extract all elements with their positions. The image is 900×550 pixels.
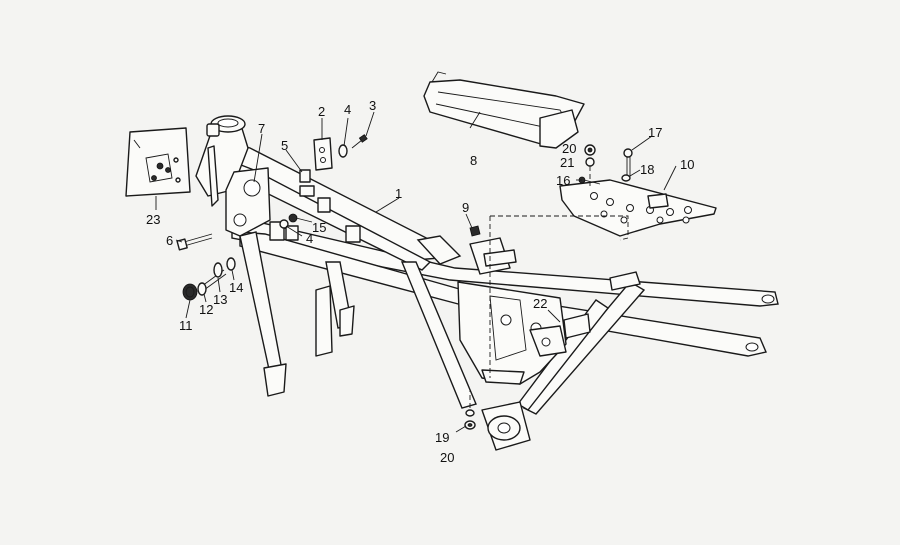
right-down-tube [315, 261, 355, 357]
washer-13 [213, 262, 223, 278]
engine-mount-plate [457, 281, 591, 385]
callout-20-top: 20 [562, 141, 576, 156]
washer-4-top [338, 144, 348, 158]
callout-2: 2 [318, 104, 325, 119]
callout-9: 9 [462, 200, 469, 215]
assembly-guide-lines [469, 166, 629, 408]
washer-19 [465, 409, 475, 417]
callout-13: 13 [213, 292, 227, 307]
callout-20-bottom: 20 [440, 450, 454, 465]
screw-3 [351, 134, 368, 149]
callout-labels: 1 2 3 4 4 5 6 7 8 9 10 11 12 13 14 15 16… [146, 98, 694, 465]
callout-17: 17 [648, 125, 662, 140]
washer-21 [585, 157, 595, 167]
swingarm-pivot [481, 401, 531, 451]
callout-14: 14 [229, 280, 243, 295]
callout-16: 16 [556, 173, 570, 188]
left-down-tube [239, 231, 287, 397]
bracket-2 [313, 137, 333, 171]
nut-20-top [584, 144, 596, 156]
bolt-6 [176, 233, 213, 251]
lower-right-rail [239, 231, 767, 357]
callout-18: 18 [640, 162, 654, 177]
callout-12: 12 [199, 302, 213, 317]
callout-10: 10 [680, 157, 694, 172]
callout-3: 3 [369, 98, 376, 113]
callout-8: 8 [470, 153, 477, 168]
callout-19: 19 [435, 430, 449, 445]
callout-1: 1 [395, 186, 402, 201]
callout-22: 22 [533, 296, 547, 311]
callout-4-top: 4 [344, 102, 351, 117]
screw-9 [469, 225, 481, 237]
plate-10 [559, 179, 717, 237]
spacer-5 [299, 169, 311, 183]
callout-11: 11 [179, 318, 193, 333]
callout-23: 23 [146, 212, 160, 227]
callout-6: 6 [166, 233, 173, 248]
washer-18 [621, 174, 631, 182]
steering-head [195, 115, 271, 237]
bolt-17 [623, 148, 633, 178]
detail-inset-23 [125, 127, 191, 197]
callout-21: 21 [560, 155, 574, 170]
callout-7: 7 [258, 121, 265, 136]
nut-20-bottom [464, 420, 476, 430]
callout-15: 15 [312, 220, 326, 235]
callout-5: 5 [281, 138, 288, 153]
tray-8 [423, 71, 585, 149]
bush-14 [226, 257, 236, 271]
callout-4-mid: 4 [306, 231, 313, 246]
knob-11 [182, 283, 198, 301]
leader-lines [155, 111, 677, 433]
